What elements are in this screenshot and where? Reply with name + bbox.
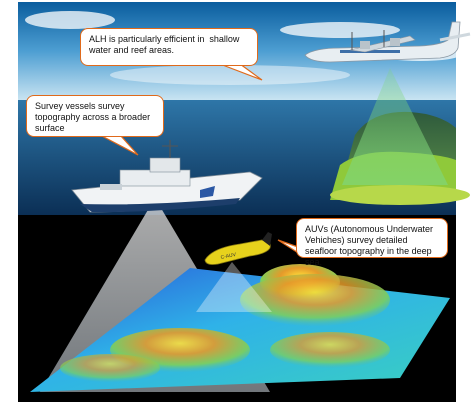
alh-laser-beam (342, 68, 448, 185)
auv-callout-text: AUVs (Autonomous Underwater Vehiches) su… (305, 224, 436, 267)
auv-callout: AUVs (Autonomous Underwater Vehiches) su… (296, 218, 448, 267)
auv-vehicle: C-AUV (204, 232, 272, 265)
alh-aircraft (304, 21, 471, 63)
alh-callout: ALH is particularly efficient in shallow… (80, 28, 258, 66)
auv-sonar-beam (196, 262, 272, 312)
seafloor-map (30, 264, 450, 392)
vessel-callout-text: Survey vessels survey topography across … (35, 101, 153, 133)
alh-callout-text: ALH is particularly efficient in shallow… (89, 34, 242, 55)
vessel-callout: Survey vessels survey topography across … (26, 95, 164, 137)
survey-vessel (71, 140, 263, 213)
auv-hull-label: C-AUV (220, 252, 237, 261)
